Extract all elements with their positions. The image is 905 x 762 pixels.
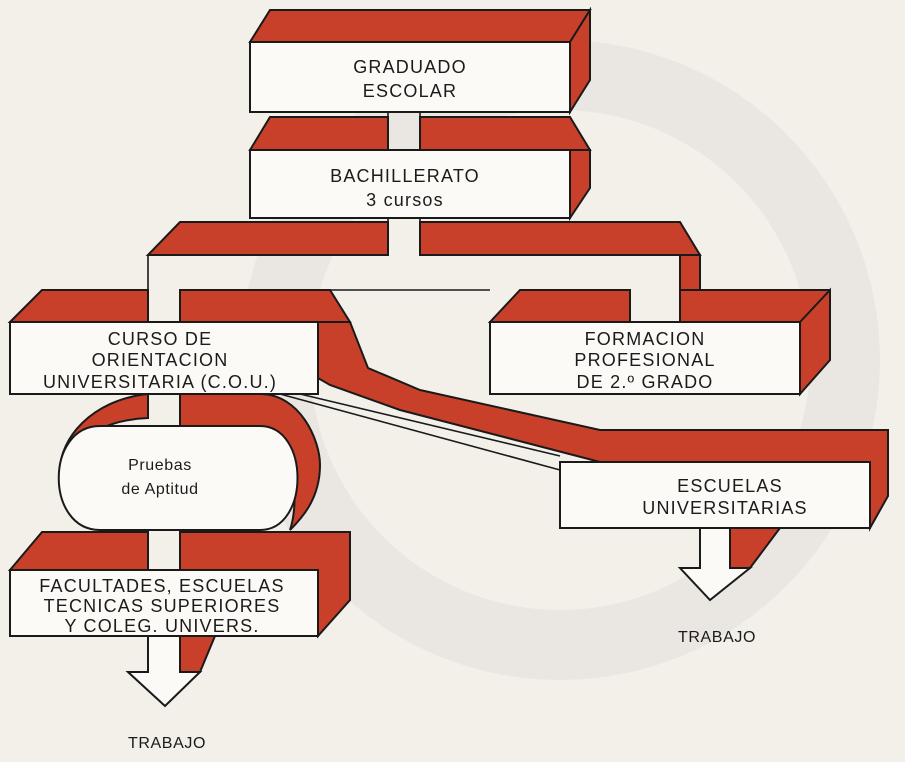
node-bachillerato: BACHILLERATO 3 cursos — [249, 149, 591, 222]
bachillerato-face — [249, 149, 571, 219]
cou-line1: CURSO DE — [108, 329, 213, 349]
connector-cou-escuelas — [279, 393, 561, 471]
facultades-top-band-left — [7, 531, 149, 571]
escuelas-line2: UNIVERSITARIAS — [642, 498, 808, 518]
facultades-arrow-head — [125, 635, 203, 708]
facultades-line1: FACULTADES, ESCUELAS — [39, 576, 284, 596]
facultades-line2: TECNICAS SUPERIORES — [44, 596, 281, 616]
graduado-line1: GRADUADO — [353, 57, 467, 77]
pruebas-line2: de Aptitud — [121, 481, 198, 498]
cou-face — [9, 321, 319, 395]
cou-top-band-left — [7, 289, 149, 323]
trabajo-right: TRABAJO — [678, 629, 756, 646]
bachillerato-line1: BACHILLERATO — [330, 166, 480, 186]
connector-graduado-bachillerato — [248, 112, 592, 151]
arrow-escuelas-trabajo: TRABAJO — [677, 527, 782, 646]
formacion-face — [489, 321, 801, 395]
node-escuelas-universitarias: ESCUELAS UNIVERSITARIAS — [559, 461, 871, 529]
arrow-facultades-trabajo: TRABAJO — [125, 635, 217, 752]
pruebas-face — [57, 425, 299, 531]
cou-line3: UNIVERSITARIA (C.O.U.) — [43, 372, 277, 392]
escuelas-face — [559, 461, 871, 529]
cou-top-band-right — [179, 289, 352, 323]
node-cou: CURSO DE ORIENTACION UNIVERSITARIA (C.O.… — [7, 289, 352, 395]
node-formacion-profesional: FORMACION PROFESIONAL DE 2.º GRADO — [487, 287, 831, 397]
escuelas-arrow-head — [677, 527, 753, 602]
branch-bachillerato — [145, 218, 831, 323]
node-pruebas: Pruebas de Aptitud — [57, 392, 322, 531]
cou-line2: ORIENTACION — [92, 350, 229, 370]
graduado-top-band — [248, 9, 592, 43]
ramp-cou-escuelas — [317, 321, 889, 532]
facultades-line3: Y COLEG. UNIVERS. — [64, 616, 259, 636]
node-facultades: FACULTADES, ESCUELAS TECNICAS SUPERIORES… — [7, 530, 351, 639]
escuelas-line1: ESCUELAS — [677, 476, 783, 496]
formacion-line1: FORMACION — [585, 329, 706, 349]
node-graduado-escolar: GRADUADO ESCOLAR — [248, 6, 592, 116]
graduado-line2: ESCOLAR — [363, 81, 457, 101]
trabajo-left: TRABAJO — [128, 735, 206, 752]
bachillerato-line2: 3 cursos — [366, 190, 444, 210]
pruebas-line1: Pruebas — [128, 457, 192, 474]
facultades-face — [9, 569, 319, 637]
graduado-face — [249, 41, 571, 113]
formacion-line2: PROFESIONAL — [574, 350, 715, 370]
formacion-line3: DE 2.º GRADO — [577, 372, 714, 392]
